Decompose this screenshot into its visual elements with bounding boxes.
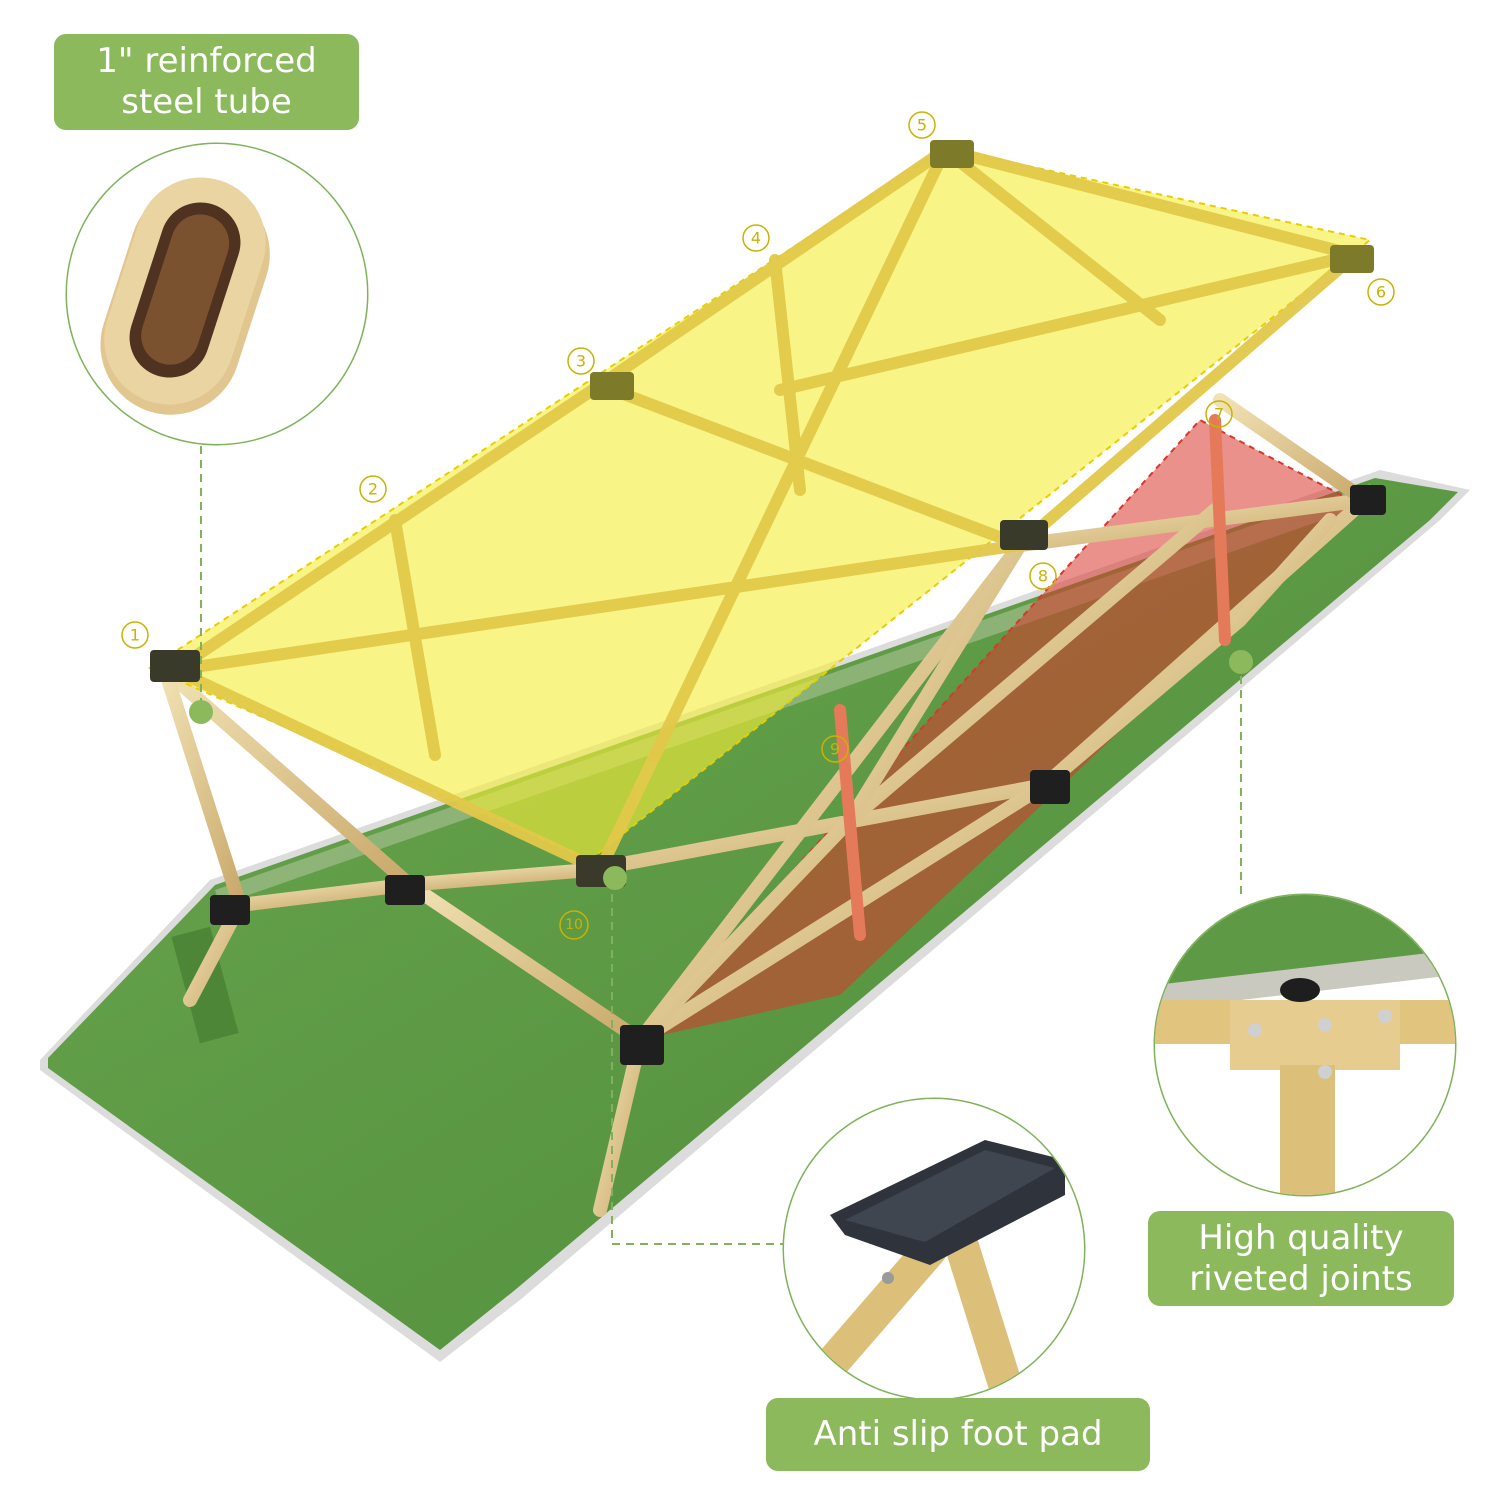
connector-dot-tube — [189, 700, 213, 724]
marker-2: 2 — [359, 475, 387, 503]
steel-tube-label-line2: steel tube — [121, 82, 292, 122]
marker-3: 3 — [567, 347, 595, 375]
marker-5: 5 — [908, 111, 936, 139]
detail-riveted-joints — [1153, 893, 1457, 1197]
marker-6: 6 — [1367, 278, 1395, 306]
cot-frame — [158, 393, 1372, 1217]
steel-tube-label: 1" reinforced steel tube — [54, 34, 359, 130]
detail-foot-pad — [782, 1097, 1086, 1401]
riveted-joints-label: High quality riveted joints — [1148, 1211, 1454, 1306]
steel-tube-label-line1: 1" reinforced — [96, 41, 317, 81]
marker-1: 1 — [121, 621, 149, 649]
marker-8: 8 — [1029, 562, 1057, 590]
frame-caps — [150, 140, 1386, 1065]
marker-4: 4 — [742, 224, 770, 252]
svg-text:10: 10 — [565, 917, 583, 933]
svg-text:3: 3 — [576, 352, 586, 371]
riveted-joints-label-line2: riveted joints — [1189, 1258, 1413, 1299]
foot-pad-label-text: Anti slip foot pad — [813, 1414, 1103, 1454]
marker-10: 10 — [559, 910, 589, 940]
svg-text:9: 9 — [830, 740, 840, 759]
svg-text:8: 8 — [1038, 567, 1048, 586]
svg-text:2: 2 — [368, 480, 378, 499]
connector-lines — [200, 446, 1242, 1245]
marker-9: 9 — [821, 735, 849, 763]
marker-7: 7 — [1205, 400, 1233, 428]
svg-text:7: 7 — [1214, 405, 1224, 424]
connector-dot-joint — [1229, 650, 1253, 674]
inner-plane-highlight — [640, 420, 1360, 1040]
detail-steel-tube — [65, 142, 369, 446]
svg-text:5: 5 — [917, 116, 927, 135]
foot-pad-label: Anti slip foot pad — [766, 1398, 1150, 1471]
svg-text:6: 6 — [1376, 283, 1386, 302]
svg-text:1: 1 — [130, 626, 140, 645]
connector-dot-pad — [603, 866, 627, 890]
riveted-joints-label-line1: High quality — [1198, 1217, 1404, 1258]
svg-text:4: 4 — [751, 229, 761, 248]
